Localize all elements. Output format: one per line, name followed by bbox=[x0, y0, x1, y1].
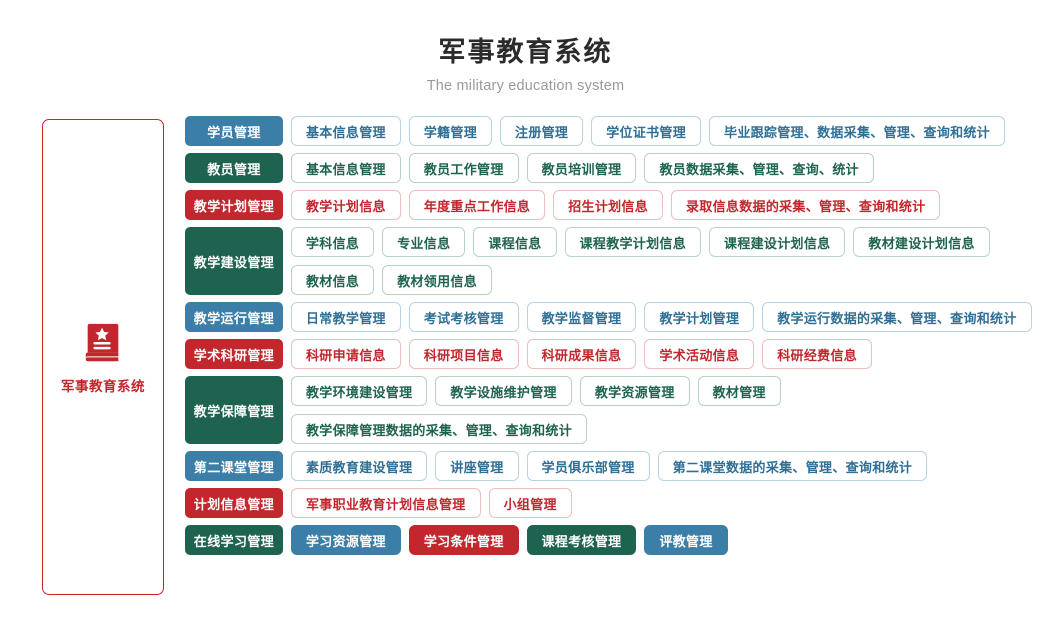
page-subtitle: The military education system bbox=[426, 78, 625, 95]
category-label-button[interactable]: 计划信息管理 bbox=[185, 488, 283, 519]
category-row: 在线学习管理学习资源管理学习条件管理课程考核管理评教管理 bbox=[185, 525, 1041, 556]
module-button[interactable]: 年度重点工作信息 bbox=[408, 190, 546, 221]
module-button[interactable]: 教员数据采集、管理、查询、统计 bbox=[644, 153, 874, 184]
module-button[interactable]: 教材领用信息 bbox=[382, 265, 493, 296]
module-button[interactable]: 学习资源管理 bbox=[291, 525, 401, 556]
module-button[interactable]: 课程教学计划信息 bbox=[564, 227, 702, 258]
category-label-button[interactable]: 教学计划管理 bbox=[185, 190, 283, 221]
module-button[interactable]: 学术活动信息 bbox=[644, 339, 755, 370]
module-button[interactable]: 毕业跟踪管理、数据采集、管理、查询和统计 bbox=[709, 116, 1006, 147]
category-row: 教员管理基本信息管理教员工作管理教员培训管理教员数据采集、管理、查询、统计 bbox=[185, 153, 1041, 184]
page-header: 军事教育系统 The military education system bbox=[0, 0, 1051, 94]
module-button[interactable]: 教员工作管理 bbox=[408, 153, 519, 184]
category-item-list: 基本信息管理教员工作管理教员培训管理教员数据采集、管理、查询、统计 bbox=[291, 153, 1041, 184]
category-label-button[interactable]: 学员管理 bbox=[185, 116, 283, 147]
category-label-button[interactable]: 第二课堂管理 bbox=[185, 451, 283, 482]
module-button[interactable]: 教学计划管理 bbox=[644, 302, 755, 333]
module-button[interactable]: 第二课堂数据的采集、管理、查询和统计 bbox=[657, 451, 928, 482]
module-button[interactable]: 注册管理 bbox=[500, 116, 584, 147]
category-item-list: 学习资源管理学习条件管理课程考核管理评教管理 bbox=[291, 525, 1041, 556]
module-button[interactable]: 教学资源管理 bbox=[579, 376, 690, 407]
module-button[interactable]: 教学保障管理数据的采集、管理、查询和统计 bbox=[291, 414, 588, 445]
module-button[interactable]: 教学计划信息 bbox=[291, 190, 401, 221]
category-item-list: 基本信息管理学籍管理注册管理学位证书管理毕业跟踪管理、数据采集、管理、查询和统计 bbox=[291, 116, 1041, 147]
module-button[interactable]: 考试考核管理 bbox=[408, 302, 519, 333]
category-item-list: 教学环境建设管理教学设施维护管理教学资源管理教材管理教学保障管理数据的采集、管理… bbox=[291, 376, 1041, 445]
sidebar-brand-label: 军事教育系统 bbox=[61, 378, 145, 394]
category-item-list: 军事职业教育计划信息管理小组管理 bbox=[291, 488, 1041, 519]
module-button[interactable]: 专业信息 bbox=[382, 227, 466, 258]
module-button[interactable]: 录取信息数据的采集、管理、查询和统计 bbox=[671, 190, 941, 221]
module-button[interactable]: 日常教学管理 bbox=[291, 302, 401, 333]
category-row: 教学保障管理教学环境建设管理教学设施维护管理教学资源管理教材管理教学保障管理数据… bbox=[185, 376, 1041, 445]
module-button[interactable]: 科研经费信息 bbox=[762, 339, 873, 370]
module-button[interactable]: 基本信息管理 bbox=[291, 153, 401, 184]
sidebar-brand-card[interactable]: 军事教育系统 bbox=[42, 119, 164, 596]
category-label-button[interactable]: 教员管理 bbox=[185, 153, 283, 184]
category-row: 教学计划管理教学计划信息年度重点工作信息招生计划信息录取信息数据的采集、管理、查… bbox=[185, 190, 1041, 221]
category-label-button[interactable]: 在线学习管理 bbox=[185, 525, 283, 556]
category-label-button[interactable]: 教学运行管理 bbox=[185, 302, 283, 333]
category-label-button[interactable]: 教学建设管理 bbox=[185, 227, 283, 296]
category-row: 学术科研管理科研申请信息科研项目信息科研成果信息学术活动信息科研经费信息 bbox=[185, 339, 1041, 370]
book-star-icon bbox=[80, 320, 126, 366]
module-button[interactable]: 教学环境建设管理 bbox=[291, 376, 428, 407]
module-button[interactable]: 学籍管理 bbox=[408, 116, 493, 147]
module-button[interactable]: 教学运行数据的采集、管理、查询和统计 bbox=[762, 302, 1032, 333]
module-button[interactable]: 课程信息 bbox=[473, 227, 557, 258]
module-button[interactable]: 军事职业教育计划信息管理 bbox=[291, 488, 481, 519]
category-row: 学员管理基本信息管理学籍管理注册管理学位证书管理毕业跟踪管理、数据采集、管理、查… bbox=[185, 116, 1041, 147]
module-button[interactable]: 学习条件管理 bbox=[408, 525, 519, 556]
module-button[interactable]: 评教管理 bbox=[644, 525, 728, 556]
module-button[interactable]: 课程考核管理 bbox=[526, 525, 637, 556]
category-item-list: 科研申请信息科研项目信息科研成果信息学术活动信息科研经费信息 bbox=[291, 339, 1041, 370]
category-item-list: 素质教育建设管理讲座管理学员俱乐部管理第二课堂数据的采集、管理、查询和统计 bbox=[291, 451, 1041, 482]
module-button[interactable]: 基本信息管理 bbox=[291, 116, 401, 147]
module-button[interactable]: 教材管理 bbox=[697, 376, 781, 407]
module-button[interactable]: 素质教育建设管理 bbox=[291, 451, 428, 482]
module-button[interactable]: 学位证书管理 bbox=[591, 116, 702, 147]
module-button[interactable]: 教学监督管理 bbox=[526, 302, 637, 333]
module-button[interactable]: 科研成果信息 bbox=[526, 339, 637, 370]
category-item-list: 教学计划信息年度重点工作信息招生计划信息录取信息数据的采集、管理、查询和统计 bbox=[291, 190, 1041, 221]
category-row: 第二课堂管理素质教育建设管理讲座管理学员俱乐部管理第二课堂数据的采集、管理、查询… bbox=[185, 451, 1041, 482]
module-button[interactable]: 科研项目信息 bbox=[408, 339, 519, 370]
category-row: 教学运行管理日常教学管理考试考核管理教学监督管理教学计划管理教学运行数据的采集、… bbox=[185, 302, 1041, 333]
category-label-button[interactable]: 教学保障管理 bbox=[185, 376, 283, 445]
category-rows: 学员管理基本信息管理学籍管理注册管理学位证书管理毕业跟踪管理、数据采集、管理、查… bbox=[185, 116, 1051, 556]
category-item-list: 学科信息专业信息课程信息课程教学计划信息课程建设计划信息教材建设计划信息教材信息… bbox=[291, 227, 1041, 296]
page-title: 军事教育系统 bbox=[438, 37, 613, 67]
module-button[interactable]: 教材信息 bbox=[291, 265, 375, 296]
module-button[interactable]: 学员俱乐部管理 bbox=[526, 451, 650, 482]
module-button[interactable]: 学科信息 bbox=[291, 227, 375, 258]
module-button[interactable]: 讲座管理 bbox=[435, 451, 519, 482]
module-button[interactable]: 教学设施维护管理 bbox=[435, 376, 572, 407]
module-button[interactable]: 教员培训管理 bbox=[526, 153, 637, 184]
category-label-button[interactable]: 学术科研管理 bbox=[185, 339, 283, 370]
module-button[interactable]: 小组管理 bbox=[488, 488, 572, 519]
category-row: 计划信息管理军事职业教育计划信息管理小组管理 bbox=[185, 488, 1041, 519]
module-button[interactable]: 招生计划信息 bbox=[553, 190, 664, 221]
module-button[interactable]: 科研申请信息 bbox=[291, 339, 401, 370]
module-button[interactable]: 教材建设计划信息 bbox=[853, 227, 990, 258]
category-item-list: 日常教学管理考试考核管理教学监督管理教学计划管理教学运行数据的采集、管理、查询和… bbox=[291, 302, 1041, 333]
page-content: 军事教育系统 学员管理基本信息管理学籍管理注册管理学位证书管理毕业跟踪管理、数据… bbox=[0, 94, 1051, 596]
category-row: 教学建设管理学科信息专业信息课程信息课程教学计划信息课程建设计划信息教材建设计划… bbox=[185, 227, 1041, 296]
module-button[interactable]: 课程建设计划信息 bbox=[709, 227, 846, 258]
